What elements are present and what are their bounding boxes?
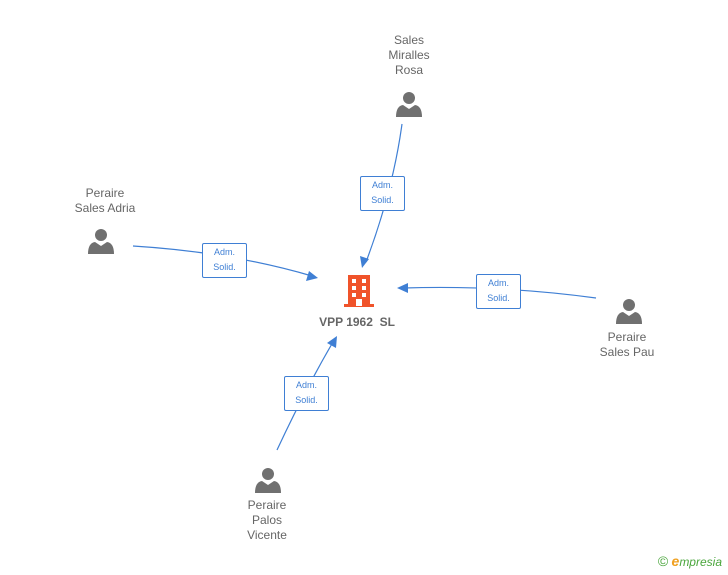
copyright-symbol: © (657, 553, 669, 569)
arrow-head (360, 256, 369, 268)
relation-label: Adm. Solid. (202, 243, 247, 278)
brand-name: mpresia (679, 555, 722, 569)
relation-role: Adm. (487, 278, 509, 288)
person-name-sales-miralles-rosa[interactable]: Sales Miralles Rosa (388, 33, 430, 77)
person-icon[interactable] (616, 299, 642, 324)
building-icon[interactable] (344, 275, 374, 307)
person-name-peraire-sales-adria[interactable]: Peraire Sales Adria (74, 186, 136, 215)
relation-role: Adm. (371, 180, 393, 190)
brand-initial: e (671, 553, 680, 569)
relation-role: Adm. (213, 247, 235, 257)
person-name-peraire-palos-vicente[interactable]: Peraire Palos Vicente (247, 498, 287, 542)
person-icon[interactable] (88, 229, 114, 254)
relation-type: Solid. (295, 395, 318, 405)
relation-label: Adm. Solid. (476, 274, 521, 309)
relation-label: Adm. Solid. (360, 176, 405, 211)
relation-type: Solid. (213, 262, 236, 272)
arrow-head (306, 271, 318, 281)
person-name-peraire-sales-pau[interactable]: Peraire Sales Pau (599, 330, 655, 359)
person-icon[interactable] (255, 468, 281, 493)
brand-logo: empresia (671, 553, 722, 569)
copyright-brand[interactable]: © empresia (658, 553, 722, 569)
relation-type: Solid. (371, 195, 394, 205)
relation-label: Adm. Solid. (284, 376, 329, 411)
arrow-head (327, 336, 337, 348)
company-name[interactable]: VPP 1962 SL (319, 315, 395, 329)
person-icon[interactable] (396, 92, 422, 117)
arrow-head (397, 283, 408, 293)
relation-role: Adm. (295, 380, 317, 390)
relation-type: Solid. (487, 293, 510, 303)
